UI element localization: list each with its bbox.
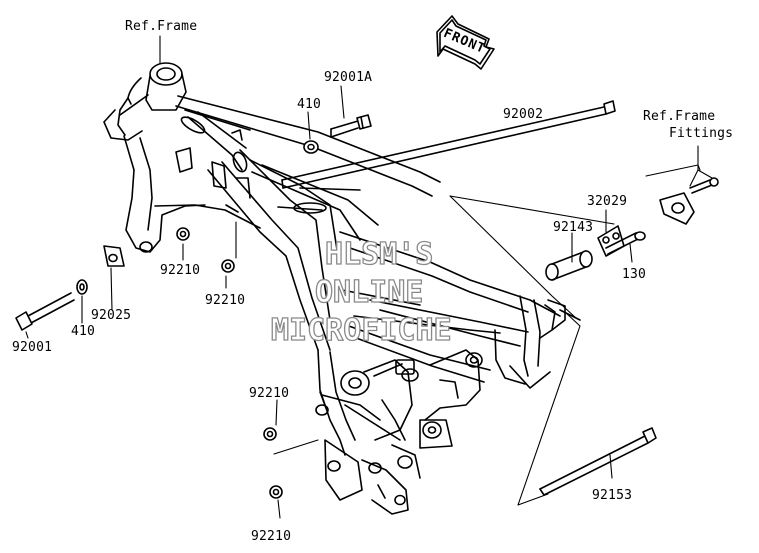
label-ref-frame-fittings-line2: Fittings [669,126,734,141]
watermark-line-2: ONLINE [314,275,424,310]
bolt-130-icon [605,231,646,255]
label-part-92210-c: 92210 [249,386,290,401]
nut-92210-a-icon [176,227,190,241]
label-part-92210-b: 92210 [205,293,246,308]
bolt-92153-icon [539,427,657,496]
nut-92210-b-icon [221,259,235,273]
bracket-92025-icon [103,245,125,267]
nut-92210-c-icon [263,427,277,441]
collar-92143-icon [545,250,593,281]
watermark-line-1: HLSM'S [324,237,434,272]
frame-fitting-bracket-icon [659,177,719,225]
label-part-92143: 92143 [553,220,594,235]
label-part-92025: 92025 [91,308,132,323]
label-part-32029: 32029 [587,194,628,209]
label-part-92210-d: 92210 [251,529,292,544]
washer-410-left-icon [76,279,88,295]
label-part-92001A: 92001A [324,70,373,85]
label-part-410-left: 410 [71,324,96,339]
bolt-92001-icon [15,292,75,331]
label-part-92002: 92002 [503,107,544,122]
leader-lines [25,35,713,519]
washer-410-top-icon [303,140,319,154]
label-part-130: 130 [622,267,647,282]
label-part-410-top: 410 [297,97,322,112]
watermark-line-3: MICROFICHE [270,313,452,348]
bolt-92001A-icon [330,114,372,138]
bolt-92002-icon [281,100,616,189]
label-part-92210-a: 92210 [160,263,201,278]
label-ref-frame-fittings-line1: Ref.Frame [643,109,716,124]
label-part-92001: 92001 [12,340,53,355]
front-arrow-icon [436,15,495,70]
nut-92210-d-icon [269,485,283,499]
main-frame [103,62,581,515]
label-ref-frame-top: Ref.Frame [125,19,198,34]
label-part-92153: 92153 [592,488,633,503]
